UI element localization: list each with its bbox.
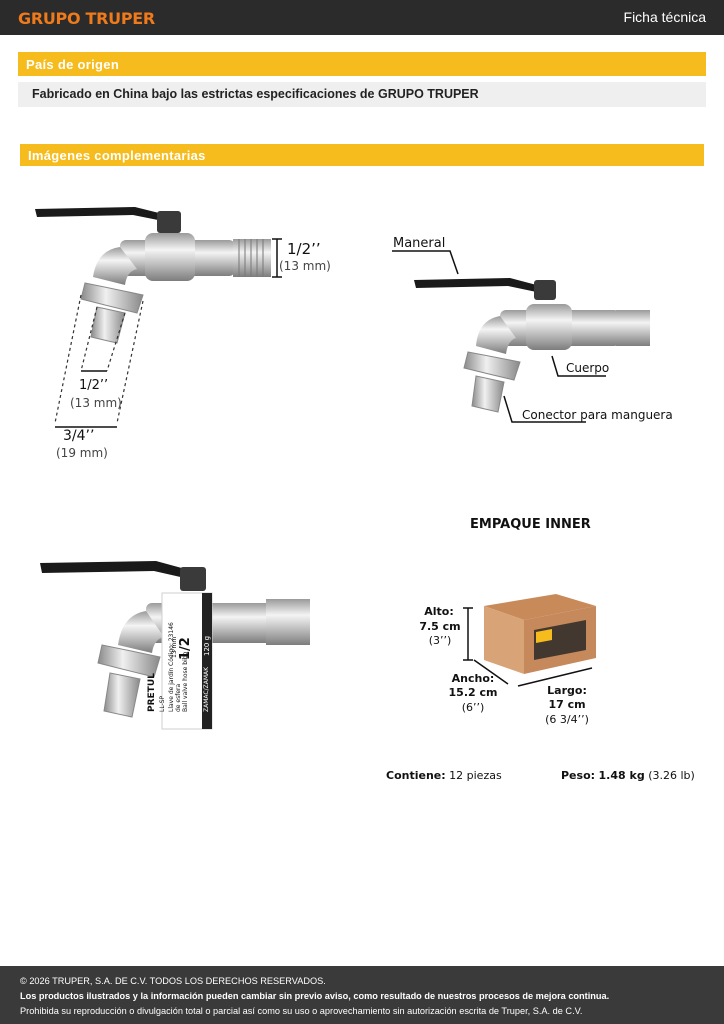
hose-size-mm: (13 mm) xyxy=(70,396,122,410)
handle-nut xyxy=(534,280,556,300)
package-height-cm: 7.5 cm xyxy=(419,620,461,633)
hose-connector xyxy=(471,375,505,413)
package-width-cm: 15.2 cm xyxy=(448,686,498,699)
package-weight: Peso: 1.48 kg (3.26 lb) xyxy=(561,769,695,782)
package-height-label: Alto: xyxy=(424,605,454,618)
footer-copyright: © 2026 TRUPER, S.A. DE C.V. TODOS LOS DE… xyxy=(20,976,326,986)
package-height-in: (3’’) xyxy=(428,634,452,647)
package-width-label: Ancho: xyxy=(451,672,495,685)
origin-section-title: País de origen xyxy=(18,52,706,76)
hose-nut xyxy=(80,282,144,314)
box-top xyxy=(484,594,596,620)
handle-nut xyxy=(180,567,206,591)
tag-size: 1/2 xyxy=(178,637,193,660)
package-contains: Contiene: 12 piezas xyxy=(386,769,502,782)
package-length-cm: 17 cm xyxy=(548,698,586,711)
tag-code: LL-SP xyxy=(159,695,166,712)
outer-size-mm: (19 mm) xyxy=(56,446,108,460)
tag-size-mm: 13 mm xyxy=(171,636,178,658)
handle-nut xyxy=(157,211,181,233)
valve-center xyxy=(526,304,572,350)
footer-legal: Prohibida su reproducción o divulgación … xyxy=(20,1006,583,1016)
hose-nut xyxy=(463,351,521,381)
hose-nut xyxy=(97,644,161,678)
package-title: EMPAQUE INNER xyxy=(470,517,591,532)
hose-size-inch: 1/2’’ xyxy=(79,378,109,393)
weight-label: Peso: xyxy=(561,769,596,782)
valve-handle xyxy=(414,278,548,294)
thread-size-inch: 1/2’’ xyxy=(287,240,321,258)
valve-elbow xyxy=(93,247,137,285)
box-front xyxy=(484,606,524,674)
valve-handle xyxy=(40,561,200,581)
footer: © 2026 TRUPER, S.A. DE C.V. TODOS LOS DE… xyxy=(0,966,724,1024)
footer-notice: Los productos ilustrados y la informació… xyxy=(20,991,610,1001)
contains-label: Contiene: xyxy=(386,769,446,782)
valve-elbow xyxy=(118,611,164,653)
weight-value: 1.48 kg xyxy=(598,769,645,782)
tag-desc2: de esfera xyxy=(175,683,182,712)
tag-desc1: Llave de jardín xyxy=(168,667,175,712)
top-bar: GRUPO TRUPER Ficha técnica xyxy=(0,0,724,35)
hose-connector xyxy=(103,672,141,718)
valve-dimension-figure xyxy=(35,207,282,428)
contains-value: 12 piezas xyxy=(449,769,502,782)
images-section-title: Imágenes complementarias xyxy=(20,144,704,166)
valve-tag-figure xyxy=(40,561,310,730)
tag-stripe xyxy=(202,593,212,729)
package-width-in: (6’’) xyxy=(461,701,485,714)
hose-connector xyxy=(90,306,126,344)
tag-material: ZAMAC/ZAMAK xyxy=(203,666,210,712)
thread-outlet xyxy=(616,310,650,346)
package-length-in: (6 3/4’’) xyxy=(545,713,589,726)
origin-text: Fabricado en China bajo las estrictas es… xyxy=(18,82,706,107)
package-box-figure xyxy=(463,594,596,687)
part-label-connector: Conector para manguera xyxy=(522,408,673,422)
valve-center xyxy=(145,233,195,281)
part-label-handle: Maneral xyxy=(393,236,446,251)
thread-outlet xyxy=(266,599,310,645)
weight-lb: (3.26 lb) xyxy=(648,769,695,782)
package-length-label: Largo: xyxy=(547,684,587,697)
part-label-body: Cuerpo xyxy=(566,361,610,375)
tag-weight: 120 g xyxy=(203,635,211,656)
doc-type-label: Ficha técnica xyxy=(623,9,706,25)
box-label-accent xyxy=(536,629,552,643)
valve-elbow xyxy=(476,316,516,354)
valve-parts-figure xyxy=(392,250,650,423)
valve-handle xyxy=(35,207,175,223)
tag-desc3: Ball valve hose bibb xyxy=(182,651,189,712)
thread-size-mm: (13 mm) xyxy=(279,259,331,273)
brand-logo: GRUPO TRUPER xyxy=(18,9,155,28)
outer-size-inch: 3/4’’ xyxy=(63,428,95,444)
tag-brand: PRETUL xyxy=(147,673,157,712)
